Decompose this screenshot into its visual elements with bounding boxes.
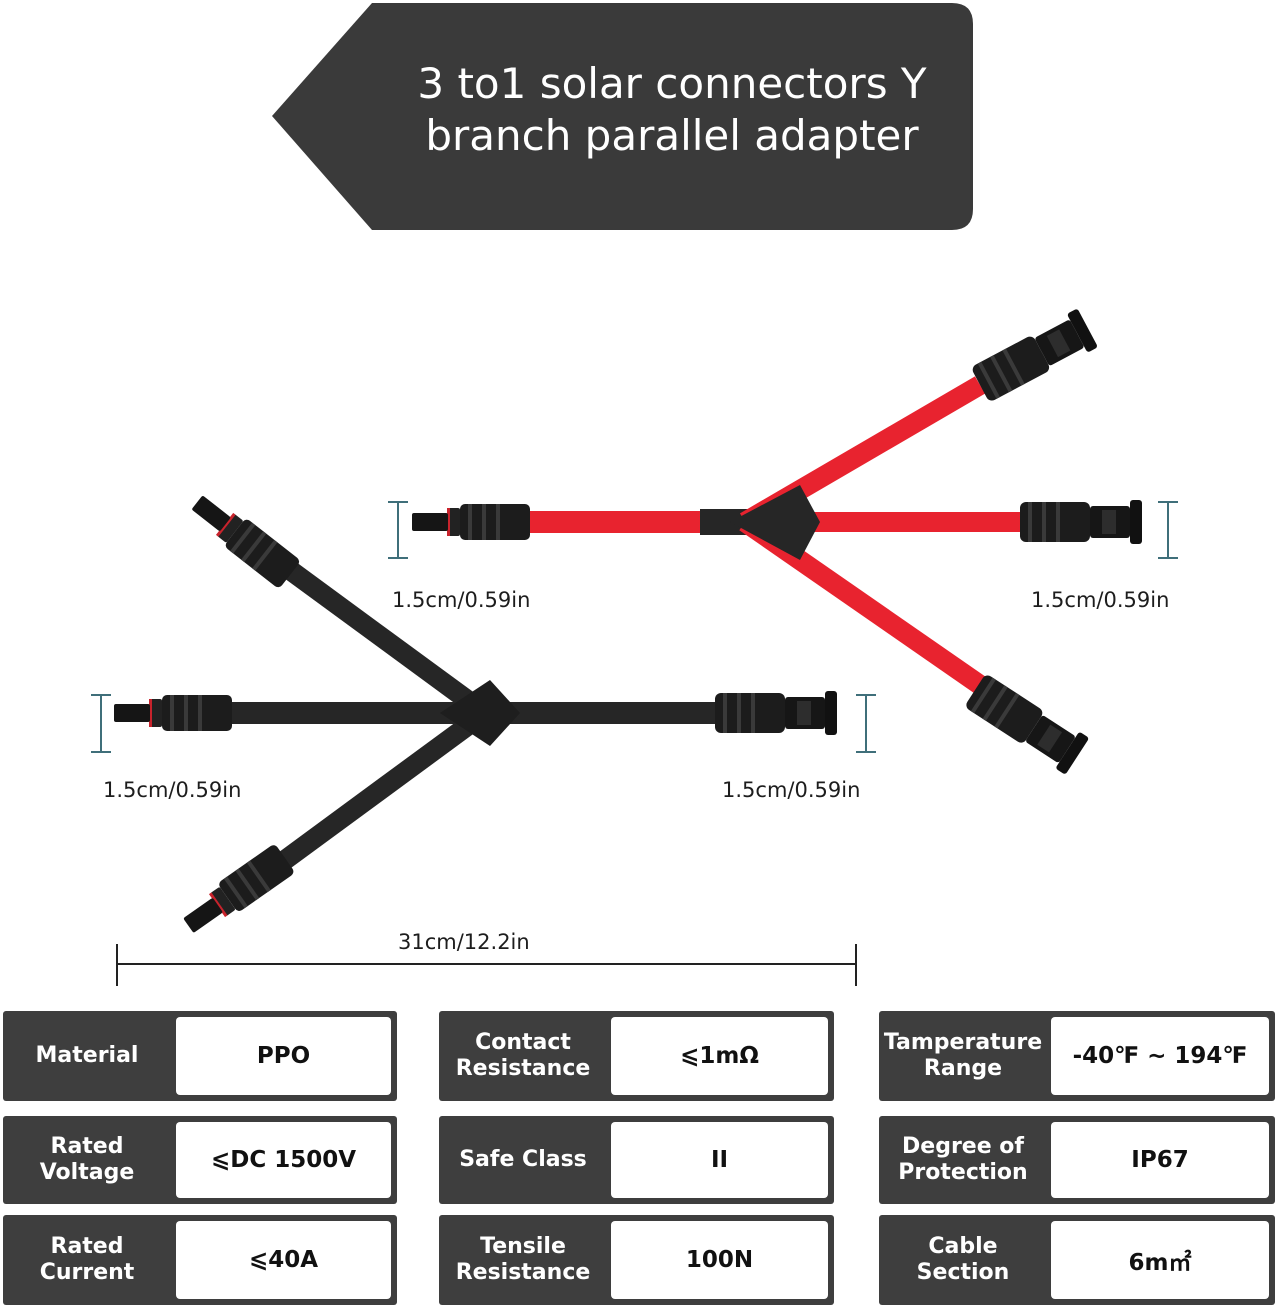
dim-label-total-length: 31cm/12.2in [398, 930, 530, 954]
spec-degree-of-protection: Degree of Protection IP67 [879, 1116, 1275, 1204]
spec-label: Degree of Protection [898, 1134, 1028, 1185]
spec-label: Cable Section [916, 1234, 1010, 1285]
banner-title: 3 to1 solar connectors Y branch parallel… [392, 58, 952, 162]
dim-label-black-right: 1.5cm/0.59in [722, 778, 861, 802]
spec-label: Rated Current [39, 1234, 135, 1285]
dim-label-black-left: 1.5cm/0.59in [103, 778, 242, 802]
y-branch-cables-illustration [91, 308, 1178, 986]
banner-shape [272, 3, 973, 230]
dim-label-red-left: 1.5cm/0.59in [392, 588, 531, 612]
spec-contact-resistance: Contact Resistance ⩽1mΩ [439, 1011, 834, 1101]
spec-value: PPO [176, 1017, 391, 1095]
dim-label-red-right: 1.5cm/0.59in [1031, 588, 1170, 612]
spec-safe-class: Safe Class II [439, 1116, 834, 1204]
spec-label: Tensile Resistance [455, 1234, 591, 1285]
spec-temperature-range: Tamperature Range -40℉ ~ 194℉ [879, 1011, 1275, 1101]
spec-value: -40℉ ~ 194℉ [1051, 1017, 1269, 1095]
spec-material: Material PPO [3, 1011, 397, 1101]
spec-value: 100N [611, 1221, 828, 1299]
red-y-cable [412, 308, 1142, 775]
spec-value: II [611, 1122, 828, 1198]
spec-rated-voltage: Rated Voltage ⩽DC 1500V [3, 1116, 397, 1204]
spec-label: Material [35, 1043, 139, 1068]
total-length-line [116, 944, 857, 986]
black-y-cable [114, 488, 837, 941]
spec-value: IP67 [1051, 1122, 1269, 1198]
banner-title-line1: 3 to1 solar connectors Y [417, 59, 927, 108]
spec-value: ⩽DC 1500V [176, 1122, 391, 1198]
spec-rated-current: Rated Current ⩽40A [3, 1215, 397, 1305]
spec-label: Tamperature Range [883, 1030, 1043, 1081]
spec-label: Safe Class [459, 1147, 587, 1172]
dimension-markers [91, 501, 1178, 753]
spec-tensile-resistance: Tensile Resistance 100N [439, 1215, 834, 1305]
product-illustration: 1.5cm/0.59in 1.5cm/0.59in 1.5cm/0.59in 1… [0, 240, 1279, 1000]
title-banner: 3 to1 solar connectors Y branch parallel… [272, 3, 973, 230]
spec-label: Contact Resistance [455, 1030, 591, 1081]
spec-label: Rated Voltage [39, 1134, 135, 1185]
banner-title-line2: branch parallel adapter [425, 111, 919, 160]
spec-value: ⩽1mΩ [611, 1017, 828, 1095]
spec-value: 6m㎡ [1051, 1221, 1269, 1299]
spec-value: ⩽40A [176, 1221, 391, 1299]
spec-cable-section: Cable Section 6m㎡ [879, 1215, 1275, 1305]
spec-table: Material PPO Contact Resistance ⩽1mΩ Tam… [0, 1010, 1279, 1309]
